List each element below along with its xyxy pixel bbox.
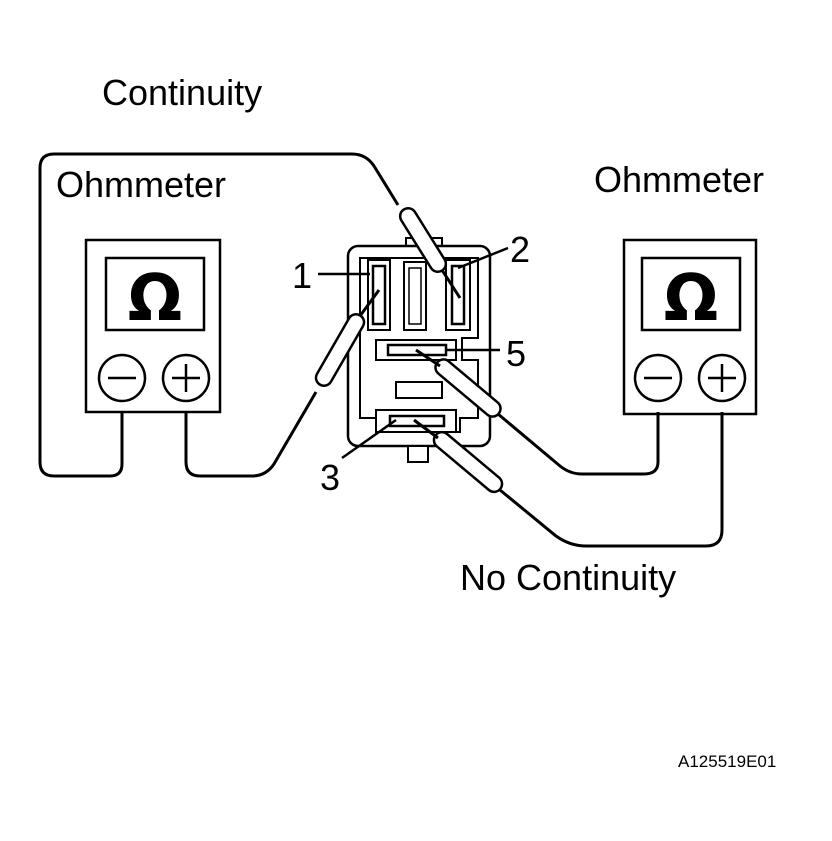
callout-terminal-3: 3 bbox=[320, 418, 397, 498]
callout-terminal-5: 5 bbox=[446, 333, 526, 374]
relay bbox=[346, 237, 492, 463]
left-ohmmeter-title: Ohmmeter bbox=[56, 164, 226, 205]
probe-terminal-2 bbox=[398, 207, 462, 299]
figure-code: A125519E01 bbox=[678, 752, 776, 771]
terminal-1-blade bbox=[371, 264, 387, 326]
left-minus-lead bbox=[38, 152, 400, 478]
callout-terminal-1: 1 bbox=[292, 255, 370, 296]
terminal-1-label: 1 bbox=[292, 255, 312, 296]
no-continuity-label: No Continuity bbox=[460, 557, 676, 598]
relay-bottom-key bbox=[407, 445, 429, 463]
left-plus-lead bbox=[184, 391, 318, 478]
right-omega-icon: Ω bbox=[664, 262, 718, 336]
probe-terminal-1 bbox=[314, 289, 381, 387]
relay-lower-slot bbox=[395, 381, 443, 399]
probe-terminal-3 bbox=[413, 418, 504, 494]
left-ohmmeter: Ohmmeter Ω bbox=[56, 164, 226, 414]
continuity-label: Continuity bbox=[102, 72, 262, 113]
right-minus-lead bbox=[497, 412, 660, 476]
callout-terminal-2: 2 bbox=[457, 229, 530, 270]
right-ohmmeter-title: Ohmmeter bbox=[594, 159, 764, 200]
terminal-3-label: 3 bbox=[320, 457, 340, 498]
terminal-2-label: 2 bbox=[510, 229, 530, 270]
right-plus-lead bbox=[499, 412, 724, 548]
left-ohmmeter-display bbox=[104, 256, 206, 332]
relay-center-slot-inner bbox=[408, 267, 422, 325]
terminal-5-label: 5 bbox=[506, 333, 526, 374]
right-ohmmeter: Ohmmeter Ω bbox=[594, 159, 764, 416]
probe-terminal-5 bbox=[415, 348, 502, 418]
left-omega-icon: Ω bbox=[128, 262, 182, 336]
right-ohmmeter-display bbox=[640, 256, 742, 332]
